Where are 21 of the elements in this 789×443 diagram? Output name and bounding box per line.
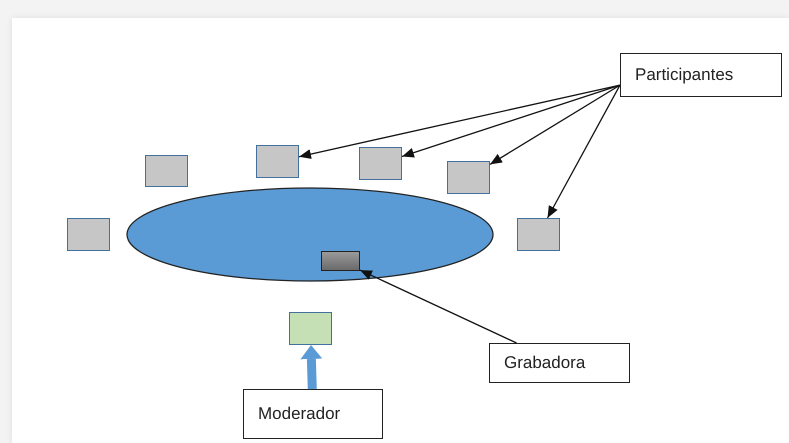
participant-seat — [145, 155, 188, 187]
moderator-seat — [289, 312, 332, 345]
block-arrow — [300, 345, 322, 390]
label-text: Moderador — [258, 404, 340, 424]
recorder-box — [321, 251, 360, 271]
arrow — [298, 84, 620, 159]
label-box — [620, 53, 782, 97]
label-text: Participantes — [635, 65, 734, 85]
table-ellipse — [126, 187, 494, 282]
label-box — [489, 343, 630, 383]
arrow — [360, 270, 517, 344]
participant-seat — [447, 161, 490, 194]
participant-seat — [517, 218, 560, 251]
participant-seat — [67, 218, 110, 251]
arrow — [546, 84, 621, 218]
participant-seat — [256, 145, 299, 178]
label-text: Grabadora — [504, 353, 586, 373]
participant-seat — [359, 147, 402, 180]
label-box — [243, 389, 383, 439]
arrow — [490, 84, 620, 165]
arrow — [402, 84, 620, 158]
